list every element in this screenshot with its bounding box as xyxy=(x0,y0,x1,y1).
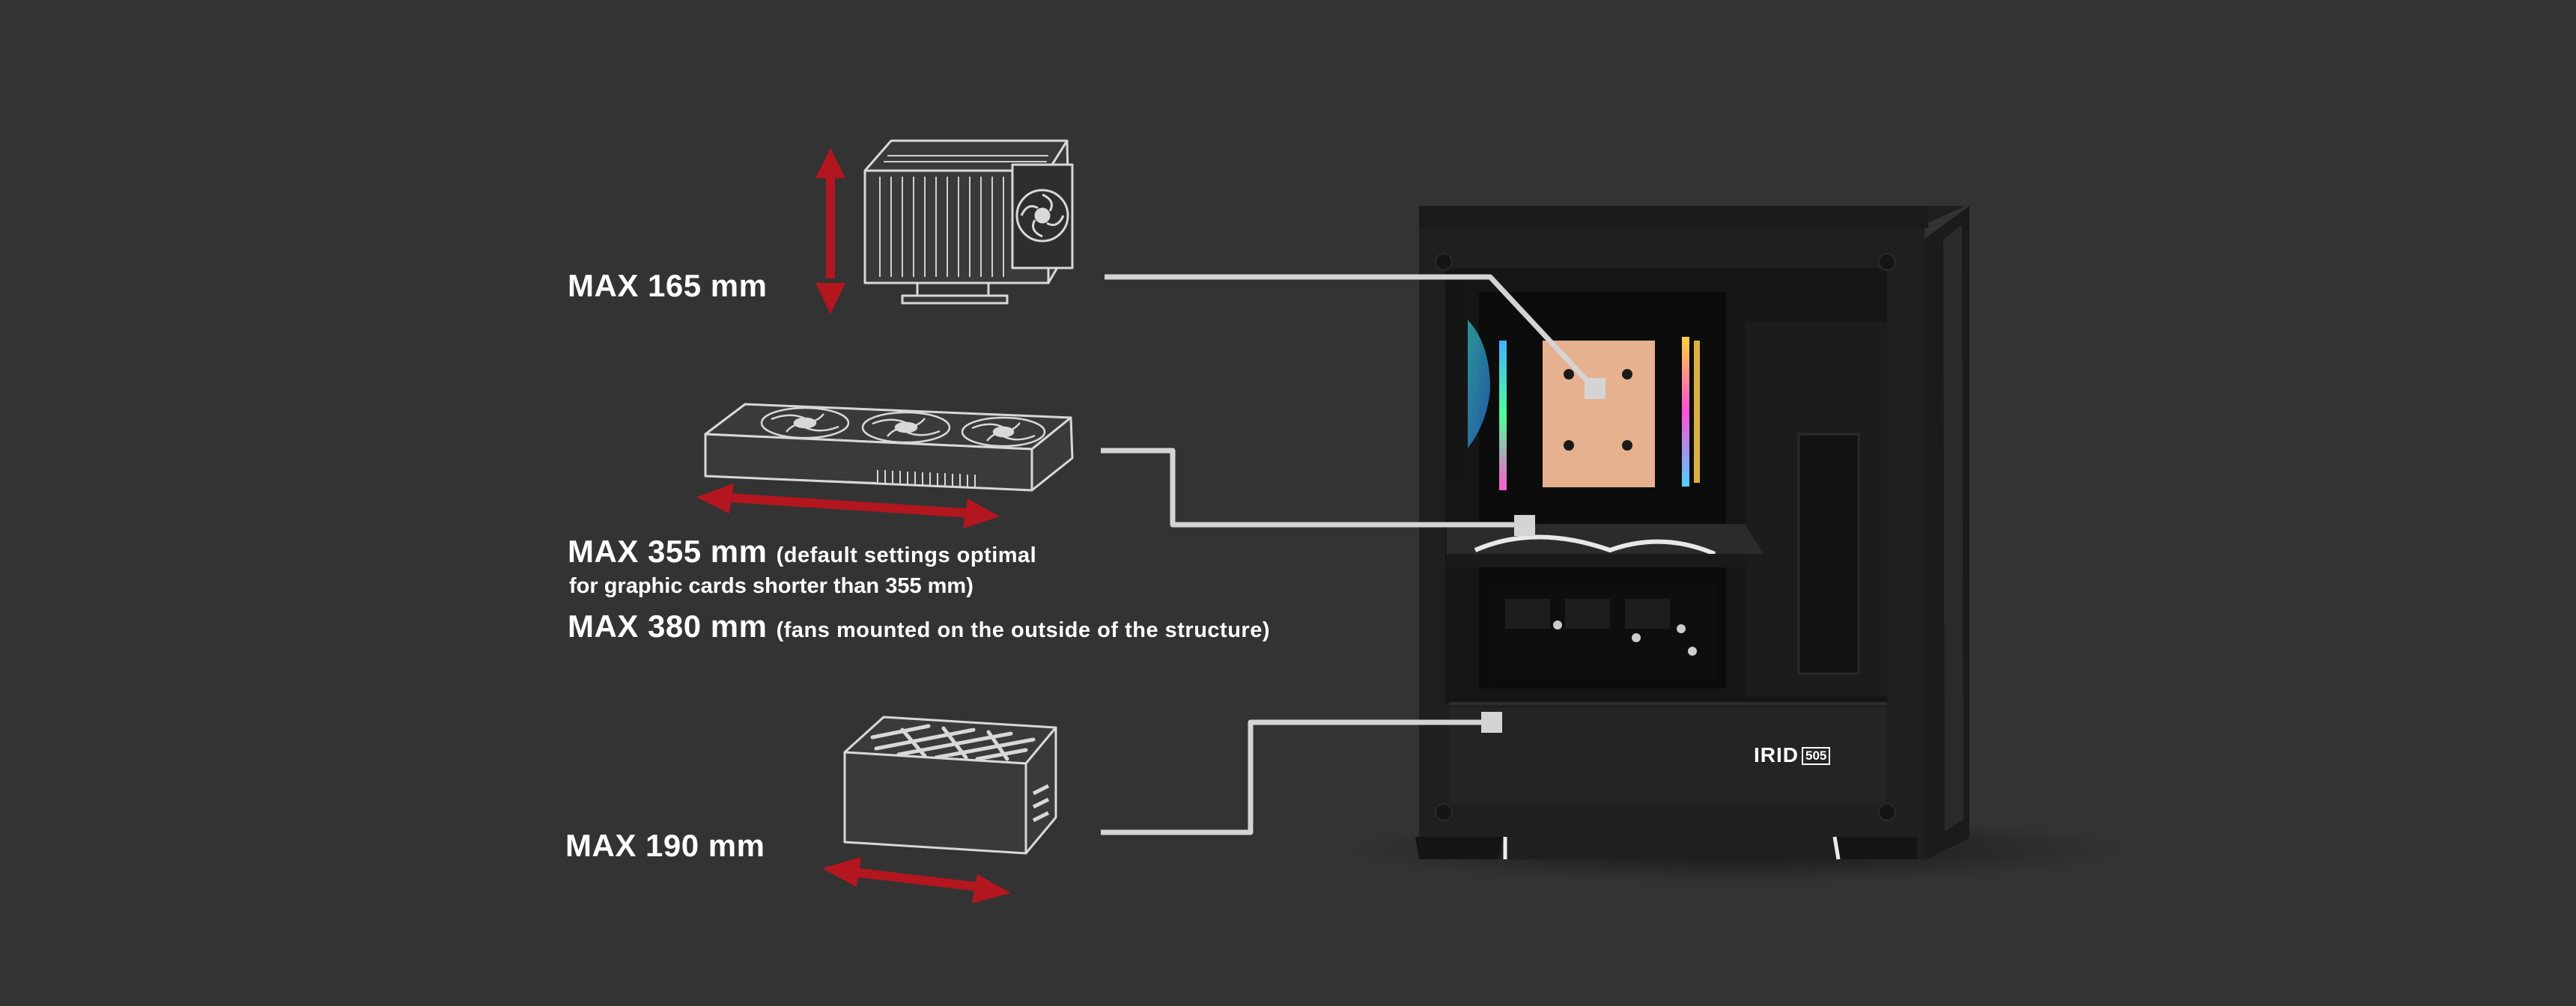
gpu-default-note-line2: for graphic cards shorter than 355 mm) xyxy=(569,574,973,598)
depth-arrow-icon xyxy=(822,857,1011,903)
power-supply-icon xyxy=(843,716,1057,855)
psu-marker xyxy=(1481,712,1502,733)
case-model-badge: 505 xyxy=(1802,747,1831,765)
cooler-leader-line xyxy=(1105,274,1597,391)
cooler-max-label: MAX 165 mm xyxy=(568,268,768,303)
case-brand-name: IRID xyxy=(1754,743,1799,766)
psu-leader-line xyxy=(1101,719,1490,835)
gpu-default-note-line1: (default settings optimal xyxy=(776,543,1037,567)
gpu-max-fans-outside-value: MAX 380 mm xyxy=(568,609,768,644)
gpu-max-fans-outside-label: MAX 380 mm (fans mounted on the outside … xyxy=(568,609,1270,644)
psu-max-label: MAX 190 mm xyxy=(565,828,765,863)
gpu-marker xyxy=(1514,515,1535,536)
cooler-marker xyxy=(1585,378,1606,399)
pc-case xyxy=(1348,206,2127,883)
gpu-max-default-label: MAX 355 mm (default settings optimal xyxy=(568,534,1036,570)
gpu-max-default-value: MAX 355 mm xyxy=(568,534,768,569)
gpu-leader-line xyxy=(1101,448,1524,528)
length-arrow-icon xyxy=(696,484,1000,528)
leader-lines xyxy=(1101,274,1597,835)
height-arrow-icon xyxy=(815,148,845,314)
gpu-fans-outside-note: (fans mounted on the outside of the stru… xyxy=(776,618,1270,642)
cpu-cooler-icon xyxy=(863,139,1074,305)
graphics-card-icon xyxy=(704,403,1074,492)
